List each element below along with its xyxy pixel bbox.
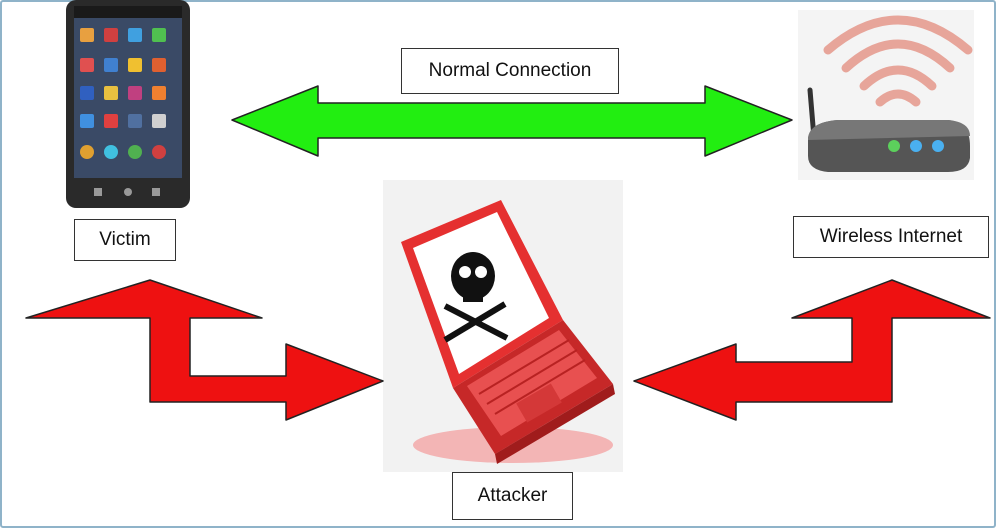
wireless-router-icon — [798, 10, 974, 180]
wireless-internet-label: Wireless Internet — [793, 216, 989, 258]
victim-to-attacker-arrow — [25, 279, 384, 421]
victim-label: Victim — [74, 219, 176, 261]
attacker-label: Attacker — [452, 472, 573, 520]
hacker-laptop-icon — [383, 180, 623, 472]
smartphone-icon — [66, 0, 190, 208]
normal-connection-label: Normal Connection — [401, 48, 619, 94]
skull-crossbones-icon — [443, 252, 509, 343]
attacker-to-internet-arrow — [633, 279, 991, 421]
normal-connection-arrow — [231, 85, 793, 157]
